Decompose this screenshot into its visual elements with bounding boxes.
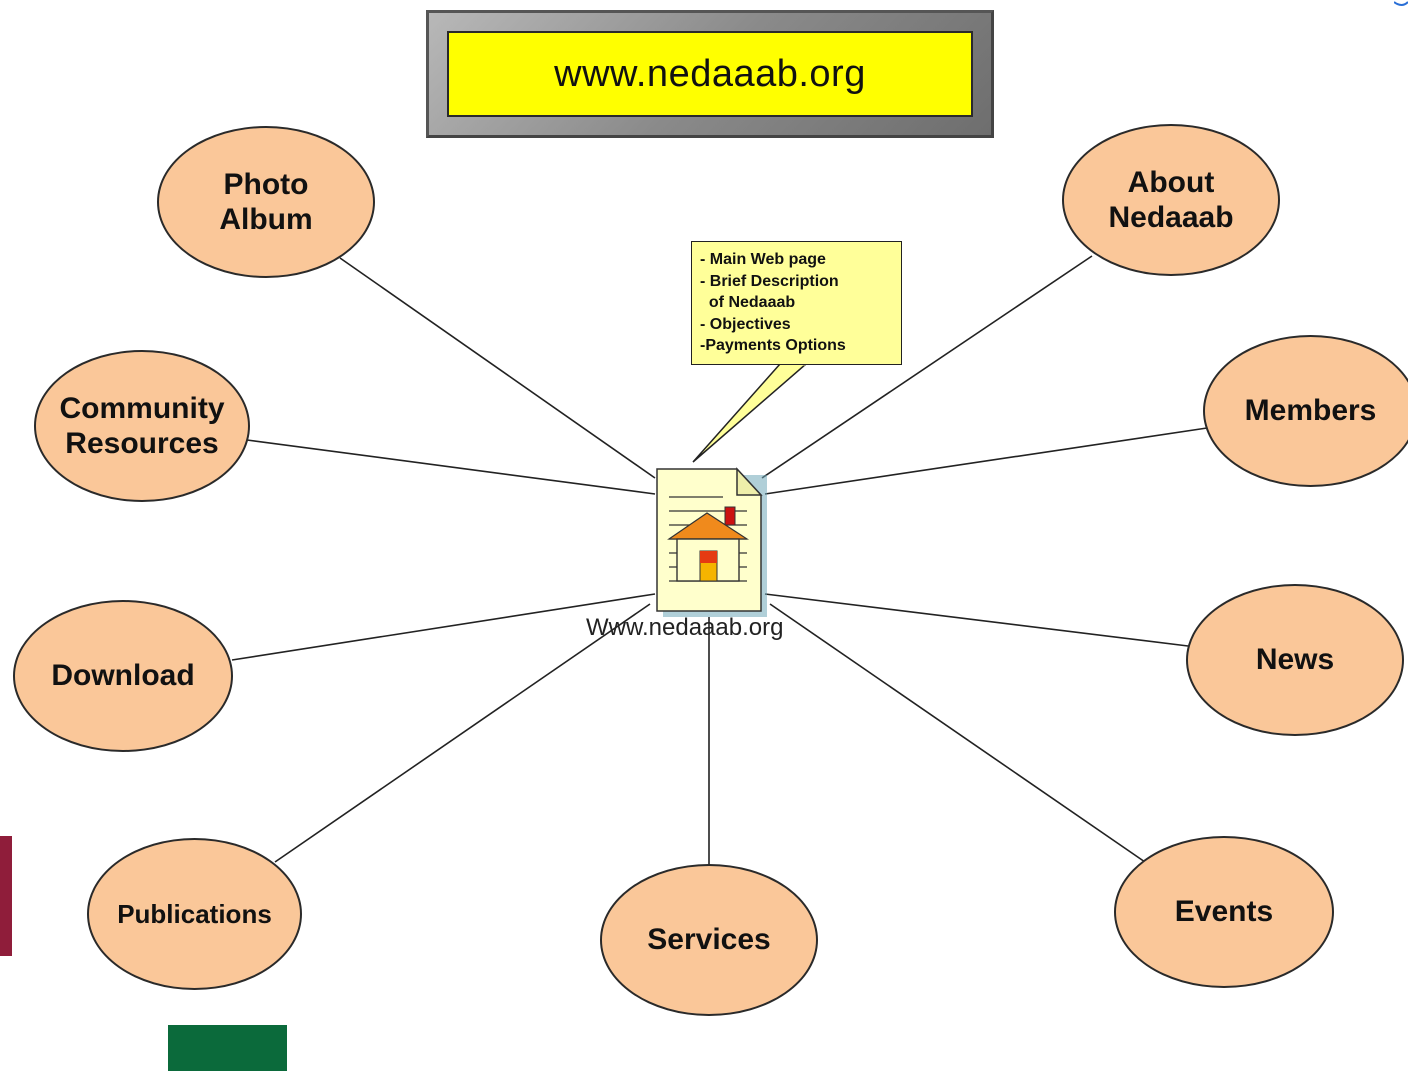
node-label: News: [1255, 643, 1335, 677]
corner-arc: [1394, 1, 1408, 6]
node-label: Community Resources: [59, 391, 225, 460]
node-photo-album: Photo Album: [157, 126, 375, 278]
connector-about: [761, 255, 1093, 479]
node-download: Download: [13, 600, 233, 752]
callout-item: of Nedaaab: [700, 294, 796, 311]
node-label: Services: [647, 923, 771, 957]
callout-item: - Objectives: [700, 315, 791, 333]
connector-members: [764, 427, 1208, 495]
node-events: Events: [1114, 836, 1334, 988]
accent-block-green: [168, 1025, 287, 1071]
connector-events: [769, 603, 1146, 863]
site-title-banner: www.nedaaab.org: [426, 10, 994, 138]
node-news: News: [1186, 584, 1404, 736]
callout-pointer: [692, 363, 809, 463]
callout-item: -Payments Options: [700, 337, 846, 354]
home-page-icon: [656, 467, 767, 617]
accent-bar-red: [0, 836, 12, 956]
node-label: Download: [51, 659, 195, 693]
callout-item: - Main Web page: [700, 251, 826, 268]
node-publications: Publications: [87, 838, 302, 990]
node-label: About Nedaaab: [1108, 165, 1234, 234]
connector-news: [764, 593, 1189, 647]
node-label: Photo Album: [219, 167, 313, 236]
node-community-resources: Community Resources: [34, 350, 250, 502]
callout-item: - Brief Description: [700, 272, 839, 290]
node-members: Members: [1203, 335, 1408, 487]
node-label: Members: [1244, 394, 1377, 428]
home-page-callout: - Main Web page - Brief Description of N…: [691, 241, 902, 365]
connector-photo-album: [339, 257, 656, 479]
connector-download: [231, 593, 656, 661]
node-label: Events: [1174, 895, 1274, 929]
connector-publications: [274, 603, 651, 863]
site-title: www.nedaaab.org: [447, 31, 973, 117]
node-label: Publications: [117, 898, 272, 929]
connector-community: [246, 439, 656, 495]
node-about-nedaaab: About Nedaaab: [1062, 124, 1280, 276]
home-page-caption: Www.nedaaab.org: [586, 614, 784, 641]
node-services: Services: [600, 864, 818, 1016]
